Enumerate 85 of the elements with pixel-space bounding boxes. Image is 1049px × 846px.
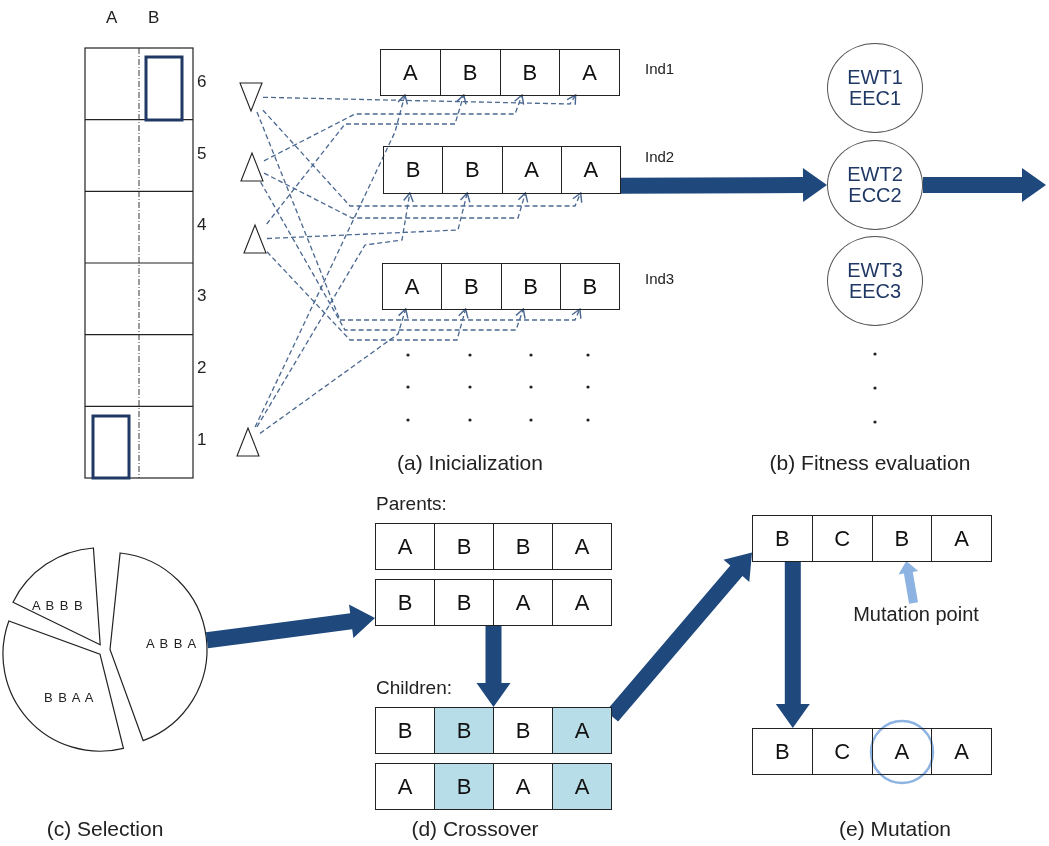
gene-cell: B — [440, 50, 501, 95]
axis-label: 2 — [197, 358, 207, 378]
triangle-marker — [243, 224, 267, 254]
chromosome-row — [375, 579, 612, 626]
chromosome-row — [380, 49, 620, 96]
gene-cell: A — [383, 264, 443, 309]
gene-cell: A — [932, 516, 991, 561]
gene-cell: C — [812, 729, 873, 774]
arrow — [266, 94, 467, 225]
gene-cell: C — [812, 516, 873, 561]
gene-cell: B — [435, 580, 494, 625]
gene-cell: A — [553, 524, 611, 569]
chromosome-row — [383, 146, 621, 194]
panel-caption: (d) Crossover — [410, 817, 540, 841]
axis-label: 4 — [197, 215, 207, 235]
axis-label: 5 — [197, 144, 207, 164]
arrow — [254, 94, 409, 428]
chromosome-row — [752, 515, 992, 562]
individual-label: Ind1 — [645, 60, 675, 77]
panel-caption: (c) Selection — [45, 817, 165, 841]
gene-cell: A — [381, 50, 441, 95]
gene-cell: A — [553, 580, 611, 625]
arrow — [266, 251, 469, 341]
pie-slice: B B A A — [2, 620, 123, 751]
gene-cell: B — [560, 264, 619, 309]
individual-label: Ind2 — [645, 148, 675, 165]
gene-cell: A — [872, 729, 933, 774]
gene-cell: A — [560, 50, 619, 95]
gene-cell: B — [443, 147, 503, 193]
chromosome-row — [382, 263, 620, 310]
gene-cell: B — [753, 516, 813, 561]
axis-label: 1 — [197, 430, 207, 450]
arrow — [256, 111, 582, 321]
arrow — [263, 172, 529, 219]
gene-cell: B — [753, 729, 813, 774]
triangle-marker — [236, 427, 260, 457]
gene-cell: B — [384, 147, 444, 193]
gene-cell: A — [376, 524, 435, 569]
gene-cell: A — [553, 708, 611, 753]
arrow — [259, 181, 526, 331]
panel-caption: (b) Fitness evaluation — [768, 451, 972, 475]
axis-label: 6 — [197, 72, 207, 92]
block-arrow — [898, 561, 919, 604]
pie-slice: A B B A — [109, 552, 207, 741]
arrow — [263, 94, 525, 162]
block-arrow — [205, 604, 375, 649]
gene-cell: B — [501, 264, 561, 309]
individual-label: Ind3 — [645, 270, 675, 287]
group-heading: Parents: — [376, 493, 447, 515]
gene-cell: A — [932, 729, 991, 774]
axis-label: B — [148, 8, 160, 28]
block-arrow — [923, 168, 1046, 202]
gene-cell: A — [502, 147, 562, 193]
gene-cell: A — [494, 580, 553, 625]
gene-cell: A — [553, 764, 611, 809]
arrow — [262, 94, 577, 106]
block-arrow — [621, 168, 827, 203]
axis-label: A — [106, 8, 118, 28]
chromosome-row — [375, 707, 612, 754]
gene-cell: B — [435, 764, 494, 809]
triangle-marker — [239, 82, 263, 112]
chromosome-row — [375, 763, 612, 810]
chromosome-row — [375, 523, 612, 570]
panel-caption: (a) Inicialization — [396, 451, 544, 475]
axis-label: 3 — [197, 286, 207, 306]
gene-cell: B — [435, 524, 494, 569]
arrow — [262, 109, 583, 207]
gene-cell: B — [435, 708, 494, 753]
gene-cell: B — [500, 50, 561, 95]
block-arrow — [775, 562, 810, 728]
gene-cell: B — [872, 516, 933, 561]
arrow — [259, 308, 409, 435]
gene-cell: B — [376, 580, 435, 625]
gene-cell: B — [442, 264, 502, 309]
gene-cell: A — [561, 147, 620, 193]
block-arrow — [476, 626, 511, 707]
chromosome-row — [752, 728, 992, 775]
arrow — [266, 192, 471, 240]
gene-cell: B — [494, 524, 553, 569]
group-heading: Children: — [376, 677, 453, 699]
annotation-text: Mutation point — [828, 603, 1004, 631]
arrow — [256, 192, 414, 428]
triangle-marker — [240, 152, 264, 182]
pie-slice: A B B B — [13, 548, 101, 645]
panel-caption: (e) Mutation — [837, 817, 952, 841]
